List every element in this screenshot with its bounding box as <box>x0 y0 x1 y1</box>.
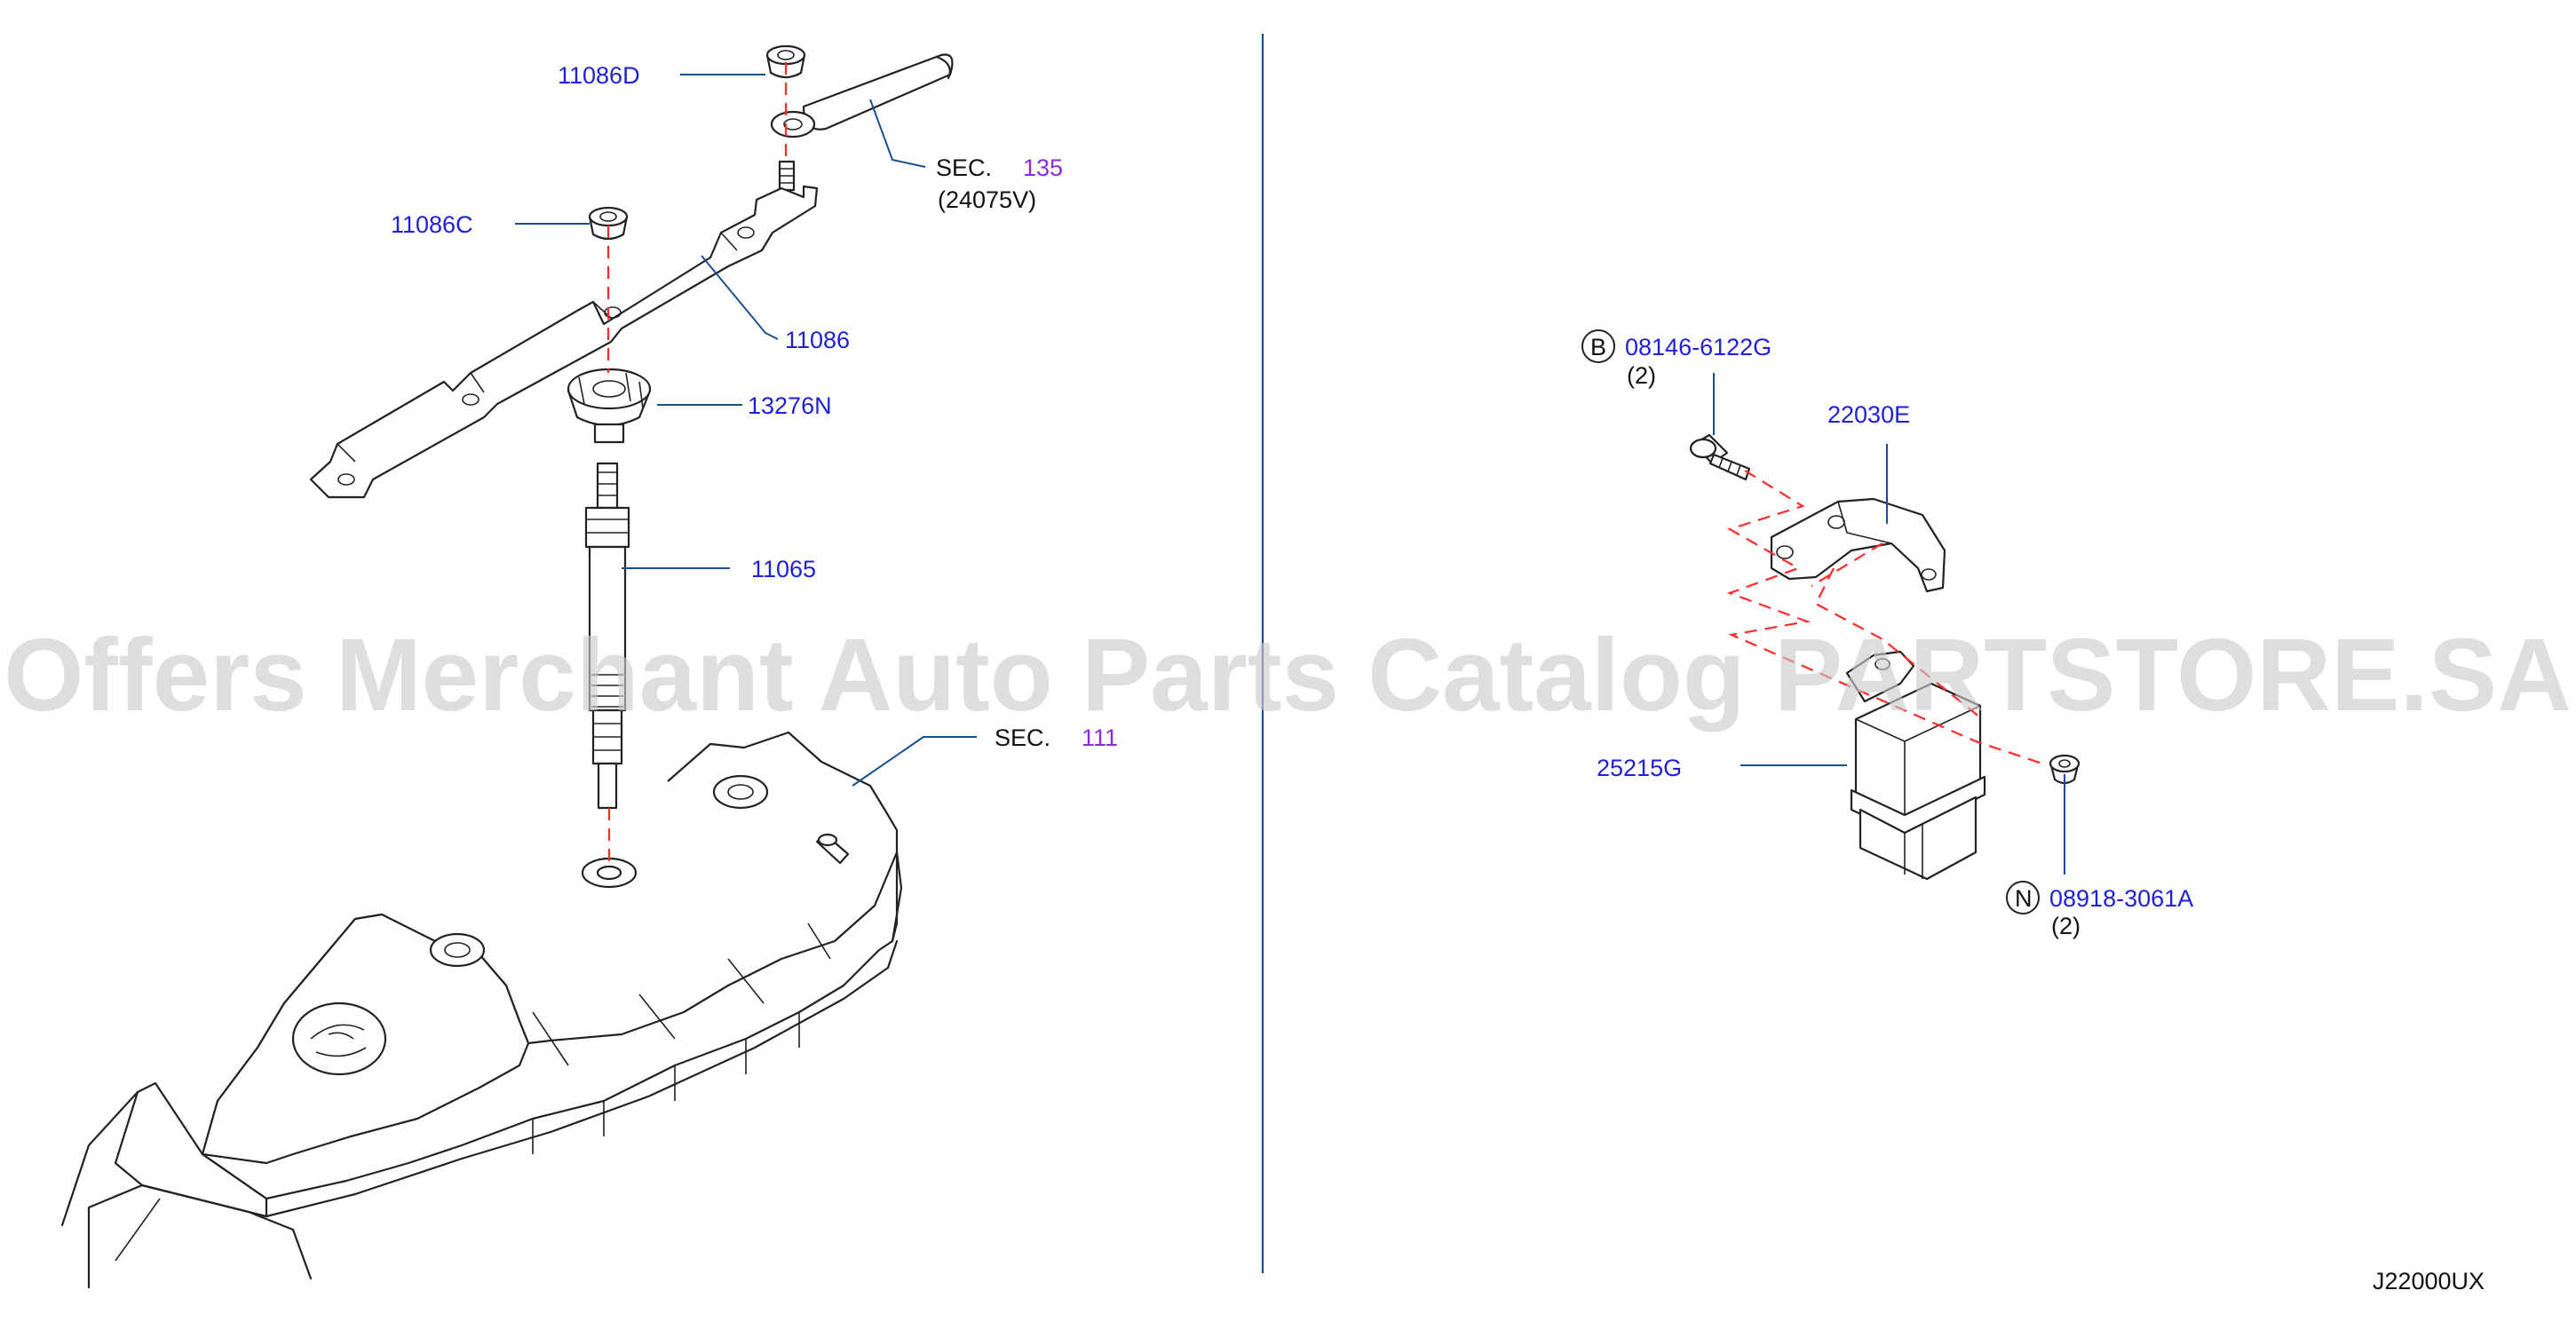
bolt-marker-letter: B <box>1590 334 1606 360</box>
right-center-lines <box>1726 470 2043 765</box>
label-sec-head: SEC. <box>995 724 1050 751</box>
glow-relay-25215g-shape <box>1845 650 1986 881</box>
left-labels: 11086D 11086C 11086 13276N 11065 SEC. 13… <box>391 62 1118 751</box>
watermark-text: Offers Merchant Auto Parts Catalog PARTS… <box>4 617 2572 732</box>
right-labels: B 08146-6122G (2) 22030E 25215G N 08918-… <box>1590 334 2193 939</box>
label-sec-111-link[interactable]: 111 <box>1082 724 1118 751</box>
glow-plug-bus-bar-shape <box>309 185 819 499</box>
label-11086c[interactable]: 11086C <box>391 211 473 238</box>
terminal-stud-shape <box>778 160 796 192</box>
label-sec-cable: SEC. <box>936 154 992 181</box>
left-leader-lines <box>515 74 977 787</box>
label-bolt-qty: (2) <box>1627 362 1656 389</box>
label-13276n[interactable]: 13276N <box>748 392 832 419</box>
left-panel-drawing <box>60 44 977 1289</box>
label-nut-qty: (2) <box>2051 913 2081 939</box>
glow-plug-shape <box>584 462 630 810</box>
label-22030e[interactable]: 22030E <box>1827 401 1910 428</box>
label-08918-3061a[interactable]: 08918-3061A <box>2049 885 2193 912</box>
label-24075v: (24075V) <box>938 186 1036 213</box>
right-panel-drawing <box>1581 329 2081 914</box>
nut-marker-letter: N <box>2015 885 2033 912</box>
bolt-08146-6122g-shape <box>1689 433 1751 481</box>
label-sec-135-link[interactable]: 135 <box>1023 154 1063 181</box>
nut-13276n-shape <box>567 368 652 444</box>
label-25215g[interactable]: 25215G <box>1597 755 1682 781</box>
label-11086d[interactable]: 11086D <box>558 62 640 89</box>
cylinder-head-shape <box>60 731 903 1289</box>
right-leader-lines <box>1713 373 2065 875</box>
nut-marker-circle <box>2006 881 2040 914</box>
label-08146-6122g[interactable]: 08146-6122G <box>1625 334 1771 360</box>
label-11086[interactable]: 11086 <box>785 327 850 353</box>
bolt-marker-circle <box>1581 329 1615 363</box>
diagram-code: J22000UX <box>2373 1268 2485 1294</box>
relay-bracket-22030e-shape <box>1770 497 1946 593</box>
battery-cable-shape <box>770 53 954 139</box>
left-center-lines <box>606 62 788 866</box>
label-11065[interactable]: 11065 <box>751 556 816 582</box>
